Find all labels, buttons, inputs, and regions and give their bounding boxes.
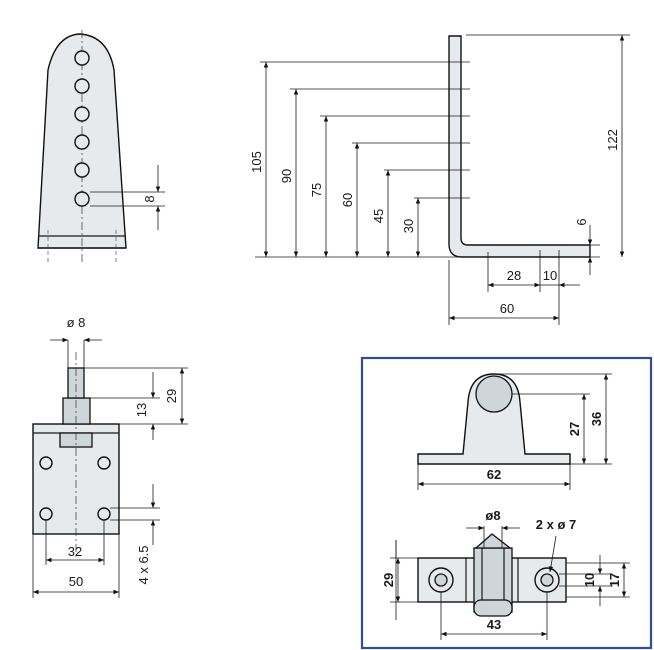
plate-with-pin: ø 8 13 29 4 x 6.5 32 50 xyxy=(32,315,188,598)
dim-62: 62 xyxy=(487,467,501,482)
dim-43: 43 xyxy=(487,617,501,632)
dim-inset-17: 17 xyxy=(607,573,622,587)
dim-10: 10 xyxy=(543,268,557,283)
dim-inset-10: 10 xyxy=(582,573,597,587)
side-view-angle: 105 90 75 60 45 30 122 6 28 10 60 xyxy=(249,34,630,325)
dim-holes-left: 4 x 6.5 xyxy=(136,545,151,584)
dim-13: 13 xyxy=(134,403,149,417)
dim-45: 45 xyxy=(371,209,386,223)
dim-90: 90 xyxy=(279,169,294,183)
dim-29-left: 29 xyxy=(164,389,179,403)
dim-36: 36 xyxy=(589,412,604,426)
dim-inset-29: 29 xyxy=(381,573,396,587)
dim-28: 28 xyxy=(507,268,521,283)
dim-inset-pin: ø8 xyxy=(485,508,500,523)
dim-60-width: 60 xyxy=(500,301,514,316)
dim-122: 122 xyxy=(605,129,620,151)
front-view-upright: 8 xyxy=(37,30,165,262)
dim-32: 32 xyxy=(68,544,82,559)
dim-50: 50 xyxy=(69,574,83,589)
dim-pin-diameter: ø 8 xyxy=(67,315,86,330)
dim-30: 30 xyxy=(401,219,416,233)
dim-inset-holes: 2 x ø 7 xyxy=(536,517,576,532)
dim-hole-pitch: 8 xyxy=(142,195,157,202)
dim-27: 27 xyxy=(567,422,582,436)
dim-60: 60 xyxy=(340,193,355,207)
hole-row xyxy=(74,50,90,207)
dim-75: 75 xyxy=(309,183,324,197)
dim-6: 6 xyxy=(574,218,589,225)
dim-105: 105 xyxy=(249,151,264,173)
inset-panel: 27 36 62 ø8 2 x ø 7 29 xyxy=(360,356,653,650)
